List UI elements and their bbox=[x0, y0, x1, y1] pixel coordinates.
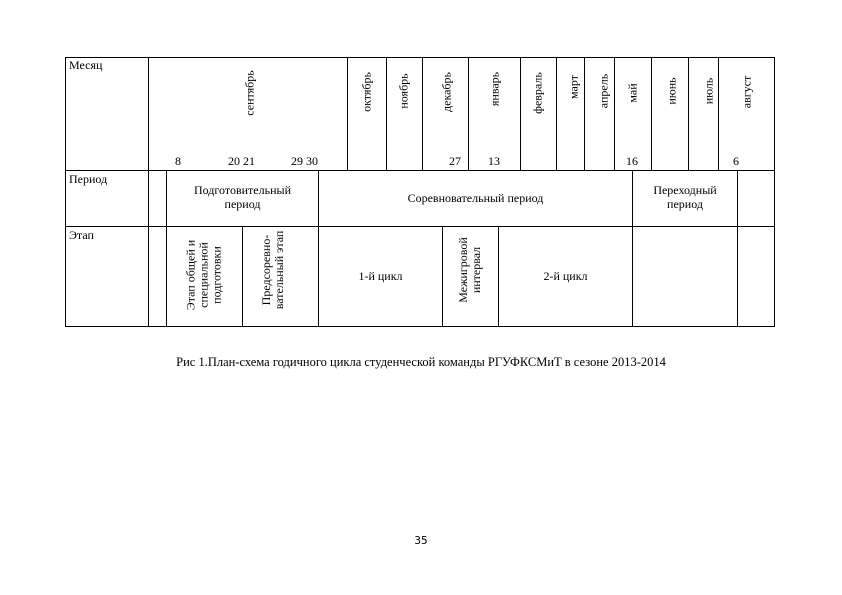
stage-cycle-1: 1-й цикл bbox=[358, 269, 403, 283]
stage-interval-line2: интервал bbox=[469, 246, 483, 294]
stage-general-line3: подготовки bbox=[209, 246, 224, 304]
period-preparatory: Подготовительный период bbox=[167, 183, 318, 211]
month-february: февраль bbox=[530, 72, 545, 114]
stage-precompetitive: Предсоревно- вательный этап bbox=[259, 230, 286, 310]
period-transitional-line1: Переходный bbox=[653, 183, 717, 197]
period-transitional-line2: период bbox=[667, 197, 703, 211]
period-preparatory-line2: период bbox=[224, 197, 261, 211]
date-marker: 20 21 bbox=[228, 154, 255, 168]
row-label-period: Период bbox=[69, 172, 108, 186]
month-july: июль bbox=[701, 77, 716, 105]
date-marker: 27 bbox=[449, 154, 461, 168]
month-march: март bbox=[566, 75, 581, 99]
month-april: апрель bbox=[596, 73, 611, 109]
date-marker: 8 bbox=[175, 154, 181, 168]
period-preparatory-line1: Подготовительный bbox=[193, 183, 291, 197]
month-december: декабрь bbox=[439, 72, 454, 112]
month-june: июнь bbox=[664, 77, 679, 105]
date-marker: 13 bbox=[488, 154, 500, 168]
date-marker: 6 bbox=[733, 154, 739, 168]
month-august: август bbox=[739, 75, 754, 109]
stage-interval: Межигровой интервал bbox=[456, 237, 483, 302]
month-january: январь bbox=[487, 71, 502, 107]
month-october: октябрь bbox=[359, 72, 374, 112]
month-november: ноябрь bbox=[396, 73, 411, 109]
stage-general-special: Этап общей и специальной подготовки bbox=[184, 240, 224, 310]
figure-caption: Рис 1.План-схема годичного цикла студенч… bbox=[176, 355, 666, 369]
stage-precomp-line2: вательный этап bbox=[272, 230, 286, 310]
period-competitive: Соревновательный период bbox=[407, 191, 544, 205]
row-label-month: Месяц bbox=[69, 58, 103, 72]
period-transitional: Переходный период bbox=[633, 183, 737, 211]
date-marker: 29 30 bbox=[291, 154, 318, 168]
date-marker: 16 bbox=[626, 154, 638, 168]
stage-cycle-2: 2-й цикл bbox=[543, 269, 588, 283]
month-may: май bbox=[625, 83, 640, 103]
month-september: сентябрь bbox=[242, 70, 257, 116]
page-number: 35 bbox=[414, 534, 428, 547]
row-label-stage: Этап bbox=[69, 228, 94, 242]
